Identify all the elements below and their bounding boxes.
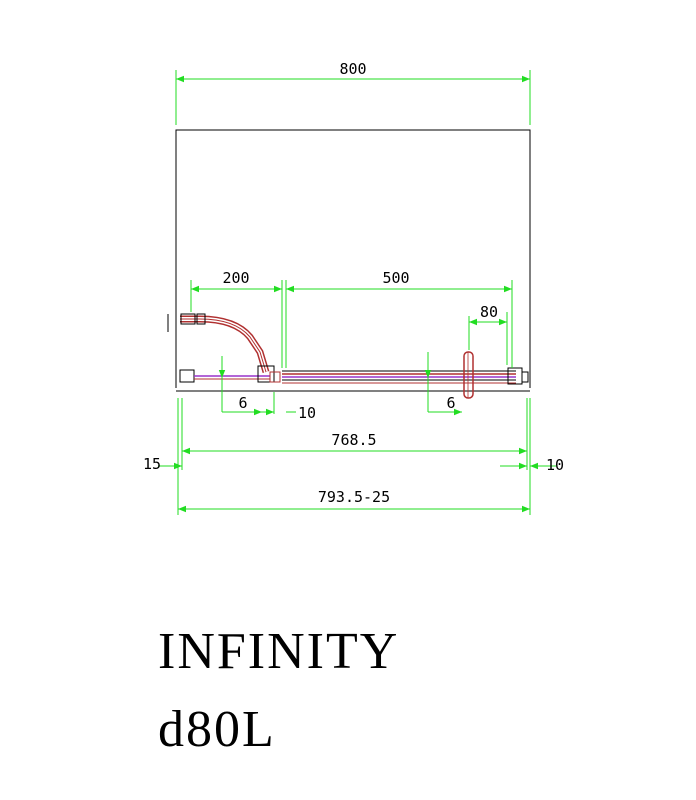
dim-label-left-gap: 6 <box>238 394 247 412</box>
dim-label-80: 80 <box>480 303 498 321</box>
product-name: INFINITY <box>158 623 400 680</box>
dim-label-500: 500 <box>382 269 409 287</box>
extension-lines <box>175 70 531 515</box>
dim-label-800: 800 <box>339 60 366 78</box>
dimension-lines <box>158 75 556 513</box>
dim-label-adjustment: 793.5-25 <box>318 488 390 506</box>
dim-label-left-wall: 15 <box>143 455 161 473</box>
product-model: d80L <box>158 701 276 758</box>
shower-profile <box>167 313 529 399</box>
dim-label-joint: 10 <box>298 404 316 422</box>
enclosure-outline <box>175 129 531 392</box>
dim-label-right-gap: 6 <box>446 394 455 412</box>
dim-label-inner-width: 768.5 <box>331 431 376 449</box>
dim-label-right-wall: 10 <box>546 456 564 474</box>
dim-label-200: 200 <box>222 269 249 287</box>
dimension-labels: 800 200 500 80 6 6 10 768.5 15 10 793.5-… <box>143 60 564 506</box>
